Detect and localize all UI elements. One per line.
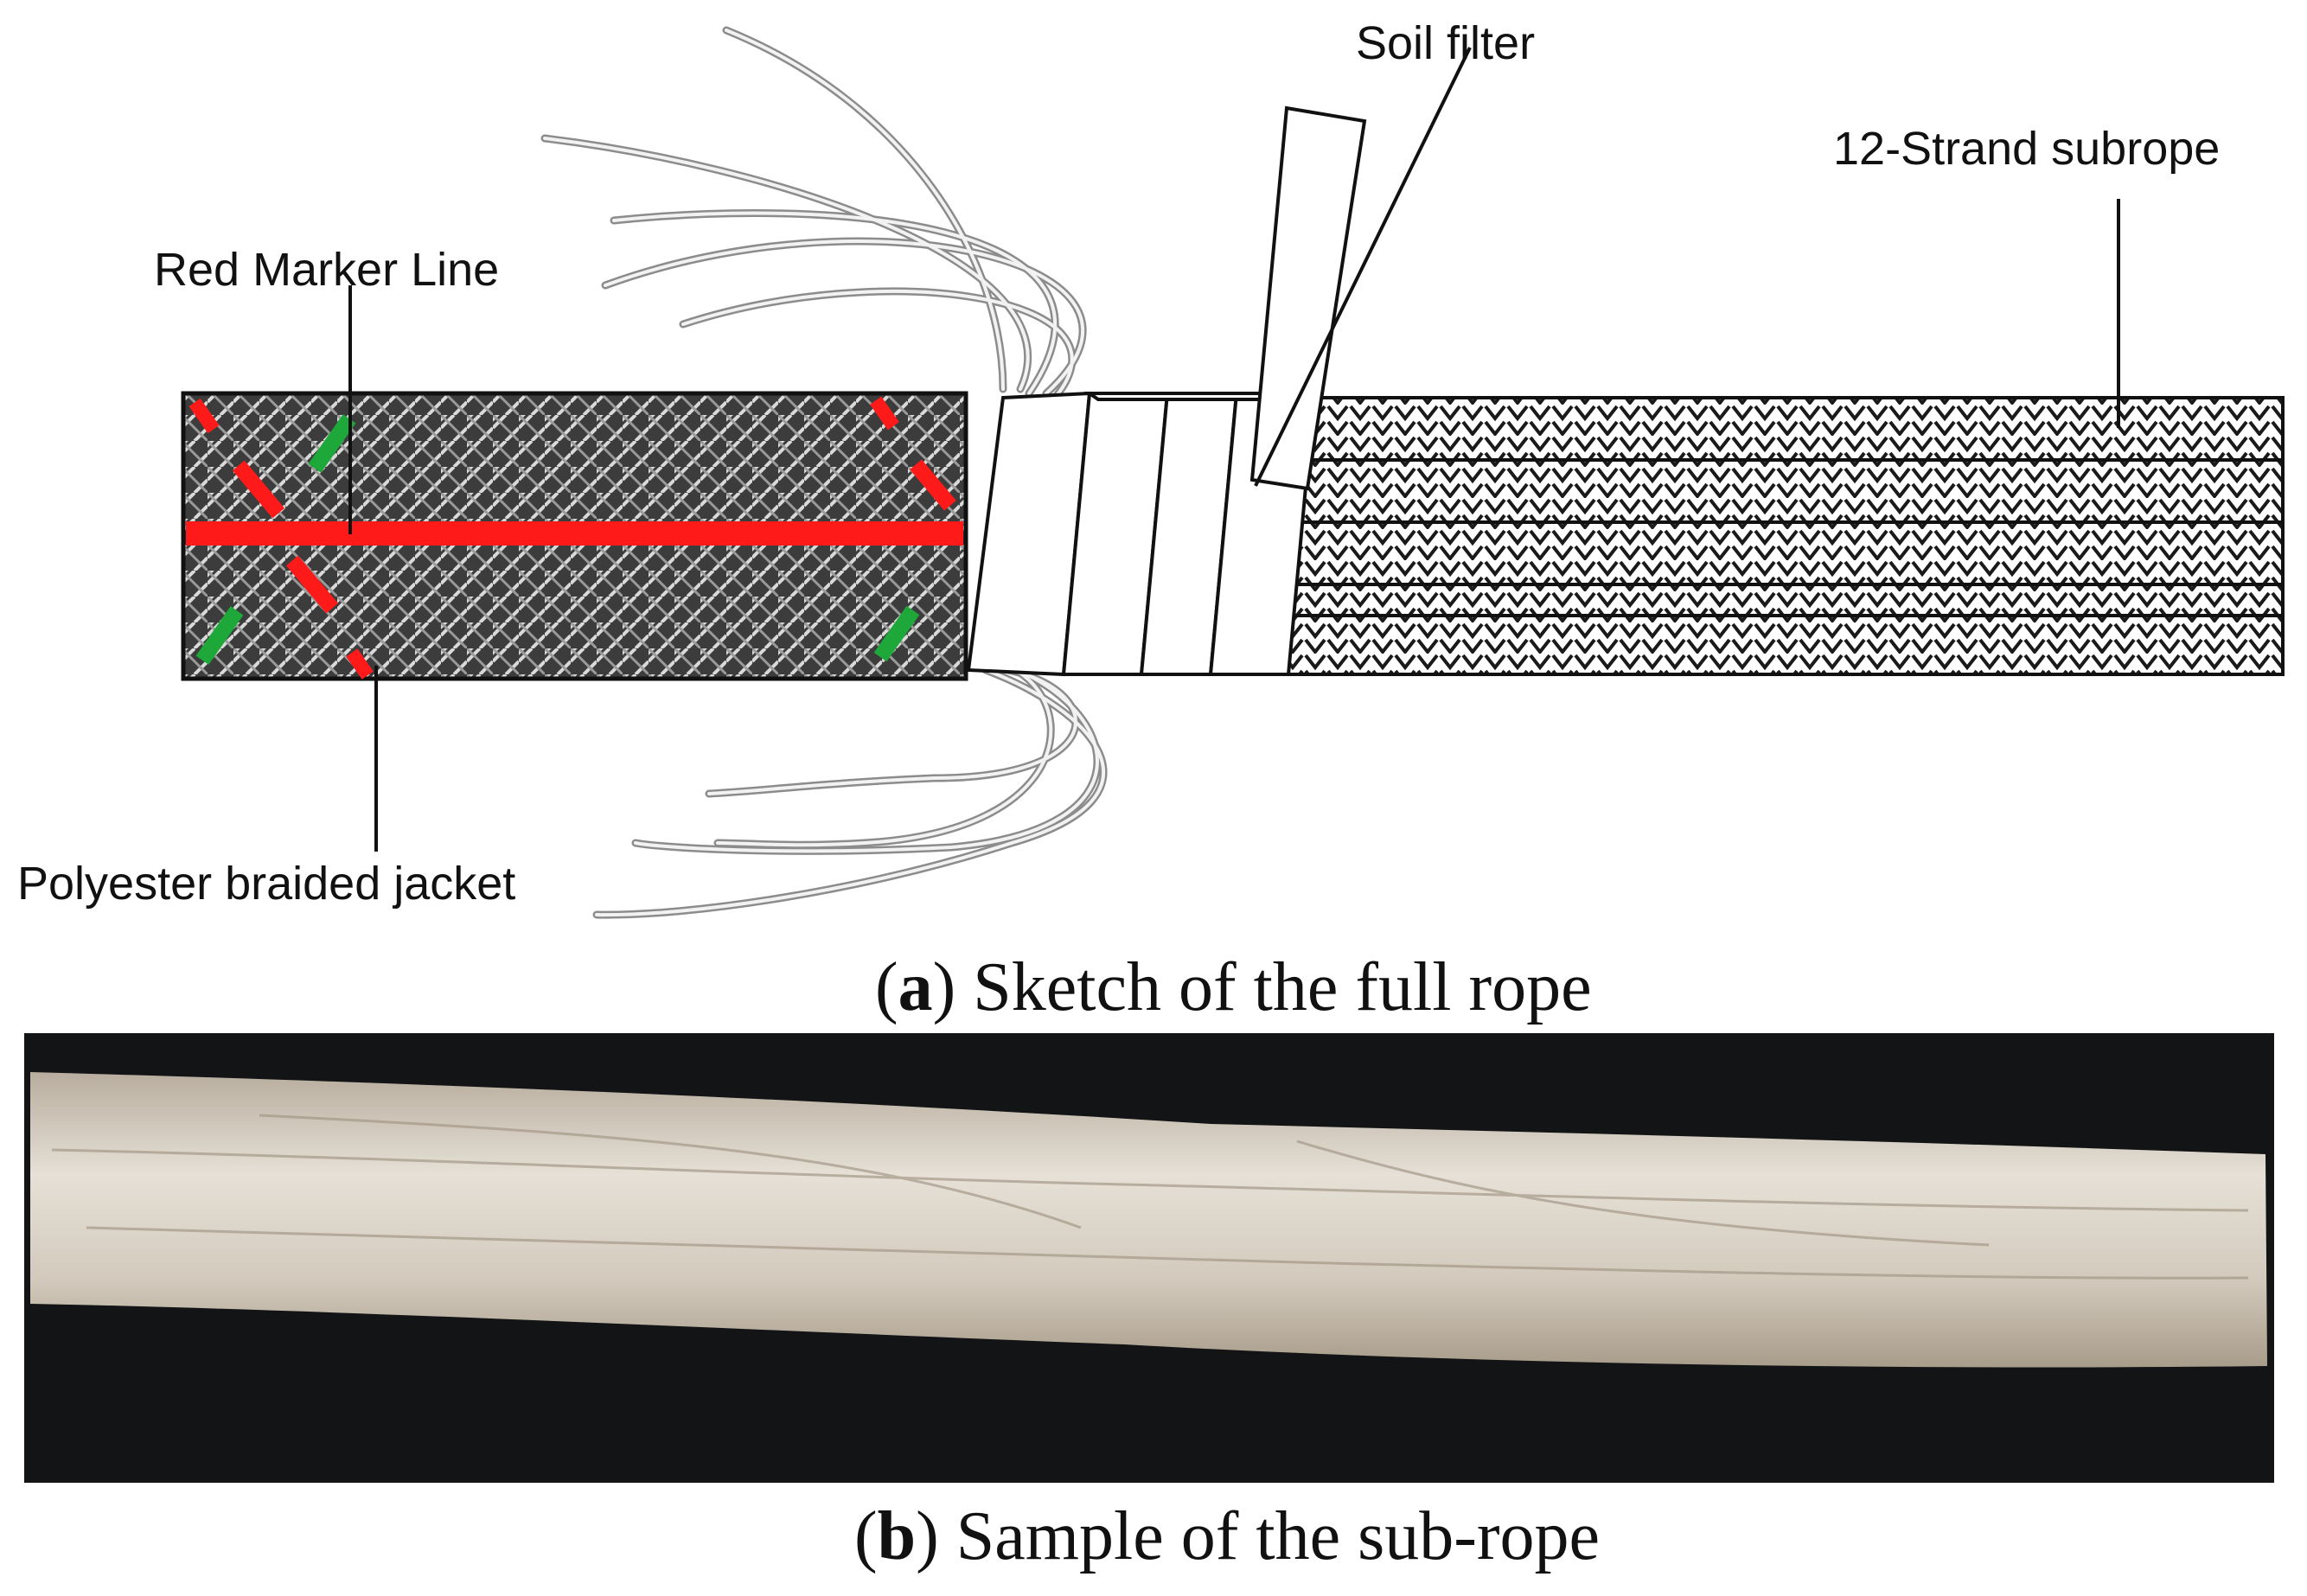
label-polyester-braided-jacket: Polyester braided jacket (17, 858, 515, 910)
braided-jacket (181, 391, 968, 681)
soil-filter-wrap (966, 105, 1367, 677)
panel-a-sketch: Soil filter 12-Strand subrope Red Marker… (17, 17, 2285, 919)
caption-b: (b) Sample of the sub-rope (854, 1498, 1600, 1574)
subrope-strand (1287, 458, 2285, 527)
subrope-bundle (1269, 396, 2285, 676)
subrope-strand (1269, 614, 2285, 676)
label-soil-filter: Soil filter (1356, 17, 1535, 69)
red-marker-line (186, 521, 963, 546)
subrope-strand (1295, 396, 2285, 465)
caption-a: (a) Sketch of the full rope (875, 949, 1592, 1025)
subrope-strand (1282, 520, 2285, 590)
label-12-strand-subrope: 12-Strand subrope (1833, 123, 2220, 175)
rope-sample (30, 1072, 2267, 1368)
marker-yarns (189, 396, 956, 680)
panel-b-photo (24, 1033, 2274, 1483)
label-red-marker-line: Red Marker Line (154, 244, 499, 296)
leader-lines (348, 47, 2120, 852)
soil-filter-strip (1249, 105, 1367, 491)
